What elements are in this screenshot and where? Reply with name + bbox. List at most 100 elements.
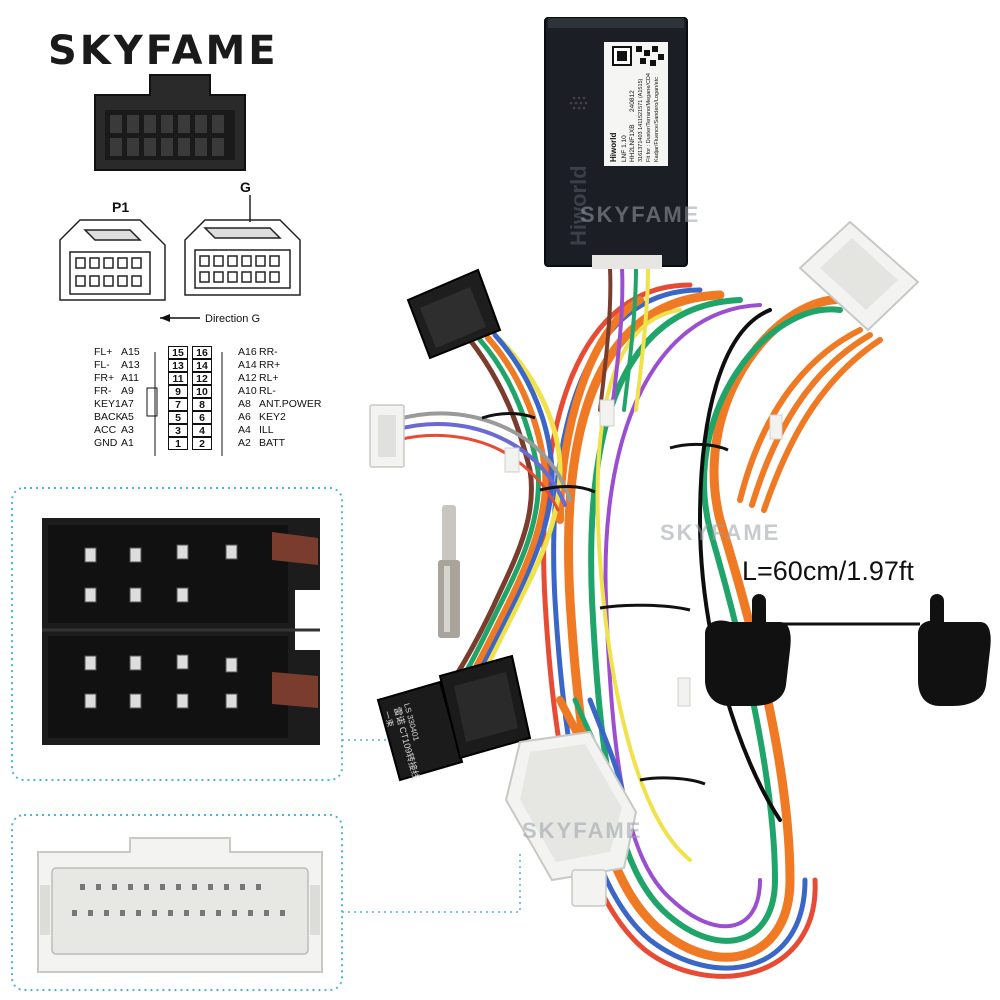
- pin-number-left: 11: [168, 372, 188, 385]
- pin-number-right: 12: [192, 372, 212, 385]
- pin-number-left: 7: [168, 398, 188, 411]
- small-white-tag-right: [769, 414, 783, 440]
- pin-number-left: 3: [168, 424, 188, 437]
- pin-number-right: 10: [192, 385, 212, 398]
- pinout-table: FL+ A15 15 16 A16 RR- FL- A13 13 14 A14 …: [88, 346, 338, 450]
- pointing-hand-right-icon: [918, 594, 991, 706]
- pinout-row: FL+ A15 15 16 A16 RR-: [88, 346, 338, 359]
- pin-name-right: RL-: [259, 385, 276, 397]
- pinout-row: GND A1 1 2 A2 BATT: [88, 437, 338, 450]
- pin-name-right: RR+: [259, 359, 281, 371]
- pin-name-left: GND: [94, 437, 118, 449]
- pin-code-right: A4: [238, 424, 251, 436]
- pin-name-left: ACC: [94, 424, 117, 436]
- adapter-tag-line-3: 一束: [382, 710, 395, 728]
- pinout-row: FR- A9 9 10 A10 RL-: [88, 385, 338, 398]
- small-black-plug: [406, 268, 502, 360]
- pinout-row: ACC A3 3 4 A4 ILL: [88, 424, 338, 437]
- watermarks: SKYFAME SKYFAME SKYFAME: [522, 202, 780, 843]
- pinout-clip: [146, 387, 158, 417]
- pin-code-right: A2: [238, 437, 251, 449]
- pin-number-right: 4: [192, 424, 212, 437]
- pin-code-left: A5: [121, 411, 134, 423]
- pin-name-right: RR-: [259, 346, 278, 358]
- small-white-plug-left: [369, 404, 405, 468]
- iso-connector-black: [42, 518, 320, 745]
- pin-code-right: A8: [238, 398, 251, 410]
- brand-logo: SKYFAME: [48, 28, 279, 74]
- canbox-label-line-5: Fit for : Duster/Terrano/Megane/CD4: [646, 73, 652, 162]
- canbus-connector-frame: [11, 814, 343, 991]
- pin-name-left: FR-: [94, 385, 112, 397]
- pin-code-right: A12: [238, 372, 257, 384]
- pin-code-right: A14: [238, 359, 257, 371]
- canbox-label-line-1: LNF 1.10: [621, 135, 628, 162]
- large-white-plug: [504, 730, 638, 907]
- pin-number-right: 8: [192, 398, 212, 411]
- pin-code-left: A1: [121, 437, 134, 449]
- pin-code-left: A3: [121, 424, 134, 436]
- pointing-hand-left-icon: [705, 594, 791, 706]
- canbus-decoder-box: Hiworld Hiworld LNF 1.10 HH2LNF1XB 24081…: [544, 17, 688, 269]
- pin-number-right: 2: [192, 437, 212, 450]
- pinout-frame: [154, 352, 223, 456]
- labeled-black-plug: LS 330401 雷诺 CT109转接线 一束: [376, 654, 532, 782]
- cable-ties: [481, 412, 729, 786]
- pin-number-left: 15: [168, 346, 188, 359]
- canbus-connector-white: [37, 837, 323, 973]
- antenna-adapter: [438, 505, 460, 638]
- pin-name-right: BATT: [259, 437, 286, 449]
- iso-connector-3d-drawing: [94, 74, 246, 171]
- pin-number-right: 16: [192, 346, 212, 359]
- pin-number-right: 14: [192, 359, 212, 372]
- pin-name-right: ILL: [259, 424, 274, 436]
- pinout-row: FL- A13 13 14 A14 RR+: [88, 359, 338, 372]
- wire-bundle: [393, 266, 883, 979]
- white-plug-top-right: [798, 220, 920, 332]
- watermark-2: SKYFAME: [660, 520, 780, 545]
- pin-name-right: KEY2: [259, 411, 286, 423]
- p1-label: P1: [112, 199, 129, 215]
- pin-name-left: FR+: [94, 372, 115, 384]
- canbox-label-line-2: HH2LNF1XB: [629, 124, 636, 162]
- pin-name-left: KEY1: [94, 398, 121, 410]
- pin-code-right: A6: [238, 411, 251, 423]
- cable-length-label: L=60cm/1.97ft: [742, 556, 914, 586]
- pin-number-right: 6: [192, 411, 212, 424]
- pin-number-left: 9: [168, 385, 188, 398]
- pin-name-right: RL+: [259, 372, 279, 384]
- direction-arrow-head: [160, 314, 170, 322]
- watermark-3: SKYFAME: [522, 818, 642, 843]
- canbox-label-line-6: Kadjar/Fluence/Sandero/Logan/etc: [654, 77, 660, 162]
- g-label: G: [240, 179, 251, 195]
- pin-number-left: 1: [168, 437, 188, 450]
- watermark-1: SKYFAME: [580, 202, 700, 227]
- pin-name-left: FL-: [94, 359, 110, 371]
- pin-code-left: A7: [121, 398, 134, 410]
- canbox-brand-large: Hiworld: [566, 165, 591, 246]
- pin-code-left: A9: [121, 385, 134, 397]
- canbox-label-line-3: 240812: [629, 90, 636, 112]
- pin-name-left: BACK: [94, 411, 123, 423]
- length-indicator: [705, 594, 991, 706]
- direction-label: Direction G: [205, 313, 260, 325]
- pin-code-right: A10: [238, 385, 257, 397]
- cable-tie-tags: [504, 399, 691, 707]
- pin-number-left: 5: [168, 411, 188, 424]
- canbus-leader-line: [342, 850, 521, 913]
- pin-code-left: A11: [121, 372, 139, 384]
- canbox-label-line-4: 3161371403 1411521571 (A1515): [638, 78, 644, 162]
- pinout-row: KEY1 A7 7 8 A8 ANT.POWER: [88, 398, 338, 411]
- pinout-row: FR+ A11 11 12 A12 RL+: [88, 372, 338, 385]
- canbox-brand-label: Hiworld: [609, 133, 618, 162]
- g-connector-outline: [184, 195, 301, 296]
- pin-code-right: A16: [238, 346, 257, 358]
- pin-code-left: A13: [121, 359, 140, 371]
- pinout-row: BACK A5 5 6 A6 KEY2: [88, 411, 338, 424]
- p1-connector-outline: [59, 219, 166, 301]
- pin-name-left: FL+: [94, 346, 113, 358]
- pin-number-left: 13: [168, 359, 188, 372]
- pin-code-left: A15: [121, 346, 140, 358]
